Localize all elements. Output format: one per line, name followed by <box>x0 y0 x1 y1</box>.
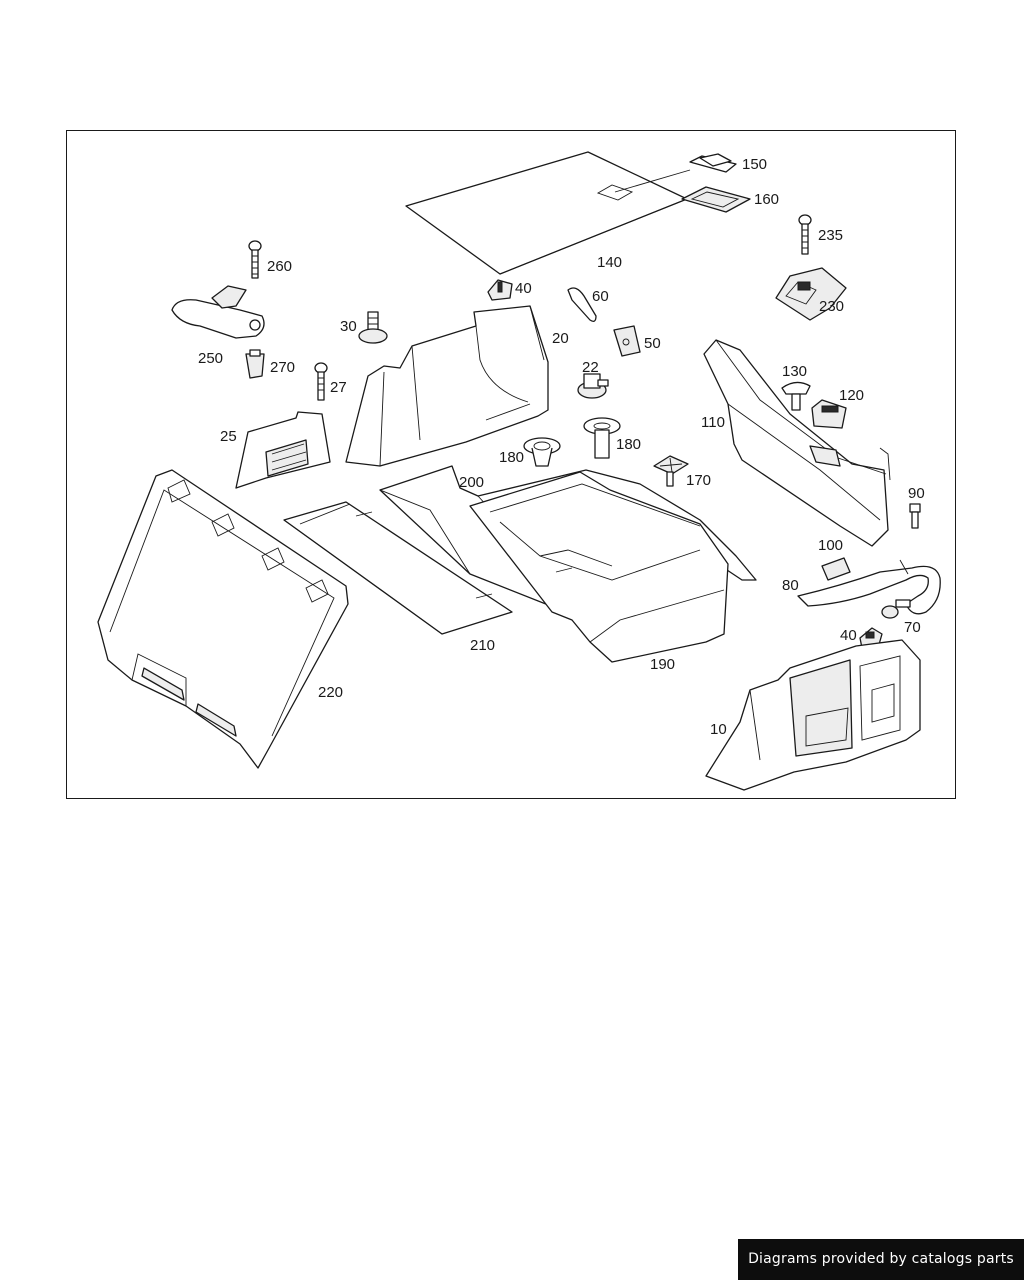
part-100-pad[interactable] <box>821 557 851 581</box>
part-120-bracket[interactable] <box>811 399 847 429</box>
part-210-floor-board[interactable] <box>283 501 513 635</box>
callout-250: 250 <box>198 350 223 367</box>
part-260-screw[interactable] <box>248 240 262 279</box>
part-150-handle[interactable] <box>689 153 737 173</box>
callout-labels: 150 160 235 140 260 40 60 230 30 20 50 2… <box>198 156 925 738</box>
callout-230: 230 <box>819 298 844 315</box>
callout-180-right: 180 <box>616 436 641 453</box>
callout-150: 150 <box>742 156 767 173</box>
part-10-rear-trim[interactable] <box>705 639 921 791</box>
part-30-fastener[interactable] <box>358 311 388 344</box>
part-180-plug-left[interactable] <box>523 437 561 467</box>
part-170-clip[interactable] <box>653 455 689 487</box>
part-27-screw[interactable] <box>314 362 328 401</box>
part-180-plug-right[interactable] <box>583 417 621 459</box>
callout-30: 30 <box>340 318 357 335</box>
part-60-gasket[interactable] <box>567 287 597 322</box>
callout-40-lower: 40 <box>840 627 857 644</box>
part-20-left-trim[interactable] <box>345 305 549 467</box>
part-235-screw[interactable] <box>798 214 812 255</box>
callout-130: 130 <box>782 363 807 380</box>
part-140-floor-cover[interactable] <box>405 151 691 275</box>
callout-180-left: 180 <box>499 449 524 466</box>
part-270-clip[interactable] <box>245 349 265 379</box>
callout-25: 25 <box>220 428 237 445</box>
part-160-frame[interactable] <box>681 186 751 213</box>
part-80-cable[interactable] <box>797 559 941 615</box>
callout-100: 100 <box>818 537 843 554</box>
callout-270: 270 <box>270 359 295 376</box>
part-230-bracket[interactable] <box>775 267 847 321</box>
callout-260: 260 <box>267 258 292 275</box>
callout-90: 90 <box>908 485 925 502</box>
callout-110: 110 <box>701 414 725 431</box>
callout-27: 27 <box>330 379 347 396</box>
part-110-right-trim[interactable] <box>703 339 891 547</box>
callout-140: 140 <box>597 254 622 271</box>
callout-10: 10 <box>710 721 727 738</box>
callout-20: 20 <box>552 330 569 347</box>
part-190-tub[interactable] <box>469 471 729 663</box>
part-130-rivet[interactable] <box>781 381 811 411</box>
part-70-screw[interactable] <box>881 599 911 619</box>
callout-220: 220 <box>318 684 343 701</box>
watermark-banner: Diagrams provided by catalogs parts <box>738 1239 1024 1280</box>
callout-200: 200 <box>459 474 484 491</box>
callout-160: 160 <box>754 191 779 208</box>
callout-80: 80 <box>782 577 799 594</box>
callout-190: 190 <box>650 656 675 673</box>
callout-40-upper: 40 <box>515 280 532 297</box>
callout-70: 70 <box>904 619 921 636</box>
callout-210: 210 <box>470 637 495 654</box>
part-50-clip[interactable] <box>613 325 641 357</box>
part-220-partition[interactable] <box>97 469 349 769</box>
callout-120: 120 <box>839 387 864 404</box>
part-25-panel[interactable] <box>235 411 331 489</box>
part-22-lamp[interactable] <box>577 373 609 399</box>
part-250-hook[interactable] <box>171 285 265 339</box>
callout-22: 22 <box>582 359 599 376</box>
callout-170: 170 <box>686 472 711 489</box>
callout-235: 235 <box>818 227 843 244</box>
part-90-pin[interactable] <box>909 503 921 529</box>
part-40-upper-bracket[interactable] <box>487 279 513 301</box>
callout-50: 50 <box>644 335 661 352</box>
callout-60: 60 <box>592 288 609 305</box>
